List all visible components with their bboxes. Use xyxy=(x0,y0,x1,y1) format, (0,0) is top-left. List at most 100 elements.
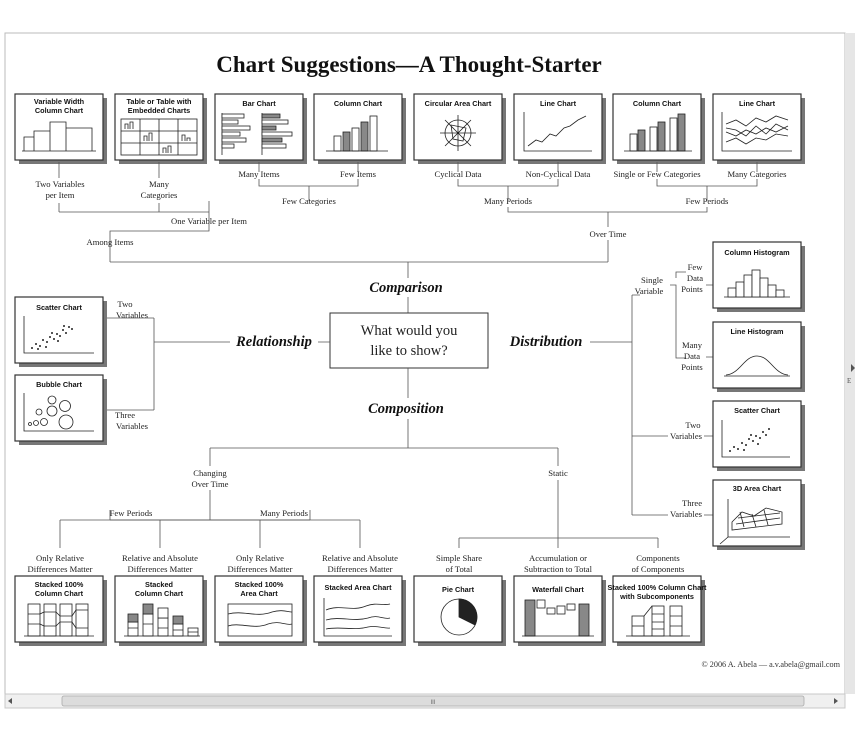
copyright: © 2006 A. Abela — a.v.abela@gmail.com xyxy=(701,660,840,669)
label-rel-two-1: Two xyxy=(117,299,132,309)
label-only-relative-1b: Differences Matter xyxy=(28,564,93,574)
label-simple-share-2: of Total xyxy=(446,564,473,574)
label-among-items: Among Items xyxy=(86,237,134,247)
category-comparison: Comparison xyxy=(369,280,442,296)
chart-title-stacked-100-area-2: Area Chart xyxy=(240,589,278,598)
collapse-arrow-icon[interactable] xyxy=(851,364,855,372)
label-static: Static xyxy=(548,468,568,478)
chart-title-stacked-sub-1: Stacked 100% Column Chart xyxy=(608,583,708,592)
edge-marker: E xyxy=(847,377,851,385)
label-components-2: of Components xyxy=(632,564,685,574)
label-dist-two-1: Two xyxy=(685,420,700,430)
composition-tree xyxy=(59,368,659,548)
label-changing-over-time-2: Over Time xyxy=(191,479,228,489)
label-relative-absolute-2a: Relative and Absolute xyxy=(322,553,398,563)
chart-box-bar: Bar Chart xyxy=(214,93,307,164)
label-comp-many-periods: Many Periods xyxy=(260,508,309,518)
chart-title-pie: Pie Chart xyxy=(442,585,475,594)
chart-title-variable-width-1: Variable Width xyxy=(34,97,84,106)
label-few-periods: Few Periods xyxy=(686,196,729,206)
label-comp-few-periods: Few Periods xyxy=(110,508,153,518)
chart-box-line-histogram: Line Histogram xyxy=(712,321,805,392)
label-few-data-3: Points xyxy=(681,284,703,294)
chart-box-scatter-2: Scatter Chart xyxy=(712,400,805,471)
label-few-data-1: Few xyxy=(688,262,704,272)
label-rel-three-2: Variables xyxy=(116,421,149,431)
chart-box-circular-area: Circular Area Chart xyxy=(413,93,506,164)
chart-box-stacked-column: Stacked Column Chart xyxy=(114,575,207,646)
chart-title-bar: Bar Chart xyxy=(242,99,276,108)
diagram-title: Chart Suggestions—A Thought-Starter xyxy=(216,52,602,77)
chart-title-variable-width-2: Column Chart xyxy=(35,106,84,115)
label-many-data-1: Many xyxy=(682,340,703,350)
label-few-categories: Few Categories xyxy=(282,196,336,206)
chart-box-stacked-100-column: Stacked 100% Column Chart xyxy=(14,575,107,646)
label-relative-absolute-1a: Relative and Absolute xyxy=(122,553,198,563)
label-cyclical-data: Cyclical Data xyxy=(434,169,481,179)
label-dist-two-2: Variables xyxy=(670,431,703,441)
chart-title-line: Line Chart xyxy=(540,99,577,108)
chart-title-3d-area: 3D Area Chart xyxy=(733,484,782,493)
label-single-variable-1: Single xyxy=(641,275,663,285)
chart-box-scatter: Scatter Chart xyxy=(14,296,107,367)
label-few-items: Few Items xyxy=(340,169,377,179)
chart-box-variable-width-column: Variable Width Column Chart xyxy=(14,93,107,164)
chart-box-stacked-100-area: Stacked 100% Area Chart xyxy=(214,575,307,646)
scroll-right-arrow-icon[interactable] xyxy=(834,698,838,704)
label-relative-absolute-2b: Differences Matter xyxy=(328,564,393,574)
chart-box-waterfall: Waterfall Chart xyxy=(513,575,606,646)
label-many-categories-2: Categories xyxy=(141,190,178,200)
scrollbar-thumb[interactable] xyxy=(61,695,805,707)
label-components-1: Components xyxy=(636,553,680,563)
center-question-line-2: like to show? xyxy=(370,343,447,359)
chart-box-bubble: Bubble Chart xyxy=(14,374,107,445)
chart-box-column-histogram: Column Histogram xyxy=(712,241,805,312)
chart-title-table-1: Table or Table with xyxy=(126,97,191,106)
chart-title-stacked-100-2: Column Chart xyxy=(35,589,84,598)
center-question-box xyxy=(329,312,489,369)
chart-title-column: Column Chart xyxy=(334,99,383,108)
label-rel-three-1: Three xyxy=(115,410,135,420)
label-single-few-categories: Single or Few Categories xyxy=(613,169,701,179)
label-one-variable-per-item: One Variable per Item xyxy=(171,216,247,226)
chart-box-column-2: Column Chart xyxy=(612,93,705,164)
label-few-data-2: Data xyxy=(687,273,703,283)
chart-title-line-histogram: Line Histogram xyxy=(730,327,784,336)
chart-title-stacked-100-area-1: Stacked 100% xyxy=(235,580,284,589)
distribution-tree xyxy=(590,271,713,516)
label-many-data-2: Data xyxy=(684,351,700,361)
chart-box-line-2: Line Chart xyxy=(712,93,805,164)
label-two-variables-2: per Item xyxy=(46,190,75,200)
label-non-cyclical-data: Non-Cyclical Data xyxy=(526,169,591,179)
relationship-tree xyxy=(104,317,330,411)
label-over-time: Over Time xyxy=(589,229,626,239)
label-many-categories-1: Many xyxy=(149,179,170,189)
chart-title-stacked-col-1: Stacked xyxy=(145,580,173,589)
chart-title-line-2: Line Chart xyxy=(739,99,776,108)
chart-title-circular-area: Circular Area Chart xyxy=(425,99,492,108)
comparison-tree xyxy=(58,162,758,313)
label-many-periods: Many Periods xyxy=(484,196,533,206)
chart-title-stacked-col-2: Column Chart xyxy=(135,589,184,598)
chart-title-stacked-100-1: Stacked 100% xyxy=(35,580,84,589)
chart-title-column-histogram: Column Histogram xyxy=(724,248,790,257)
chart-title-table-2: Embedded Charts xyxy=(128,106,190,115)
horizontal-scrollbar[interactable]: III xyxy=(4,693,846,709)
category-composition: Composition xyxy=(368,401,444,417)
label-only-relative-2a: Only Relative xyxy=(236,553,284,563)
chart-box-table-embedded: Table or Table with Embedded Charts xyxy=(114,93,207,164)
label-rel-two-2: Variables xyxy=(116,310,149,320)
chart-title-stacked-area: Stacked Area Chart xyxy=(324,583,392,592)
chart-title-bubble: Bubble Chart xyxy=(36,380,82,389)
scroll-left-arrow-icon[interactable] xyxy=(8,698,12,704)
label-many-categories: Many Categories xyxy=(728,169,788,179)
label-two-variables-1: Two Variables xyxy=(35,179,85,189)
label-only-relative-2b: Differences Matter xyxy=(228,564,293,574)
scrollbar-grip: III xyxy=(430,700,435,706)
label-single-variable-2: Variable xyxy=(635,286,664,296)
page-edge-right xyxy=(845,33,855,694)
chart-box-pie: Pie Chart xyxy=(413,575,506,646)
chart-box-stacked-100-subcomponents: Stacked 100% Column Chart with Subcompon… xyxy=(608,575,708,646)
label-dist-three-2: Variables xyxy=(670,509,703,519)
